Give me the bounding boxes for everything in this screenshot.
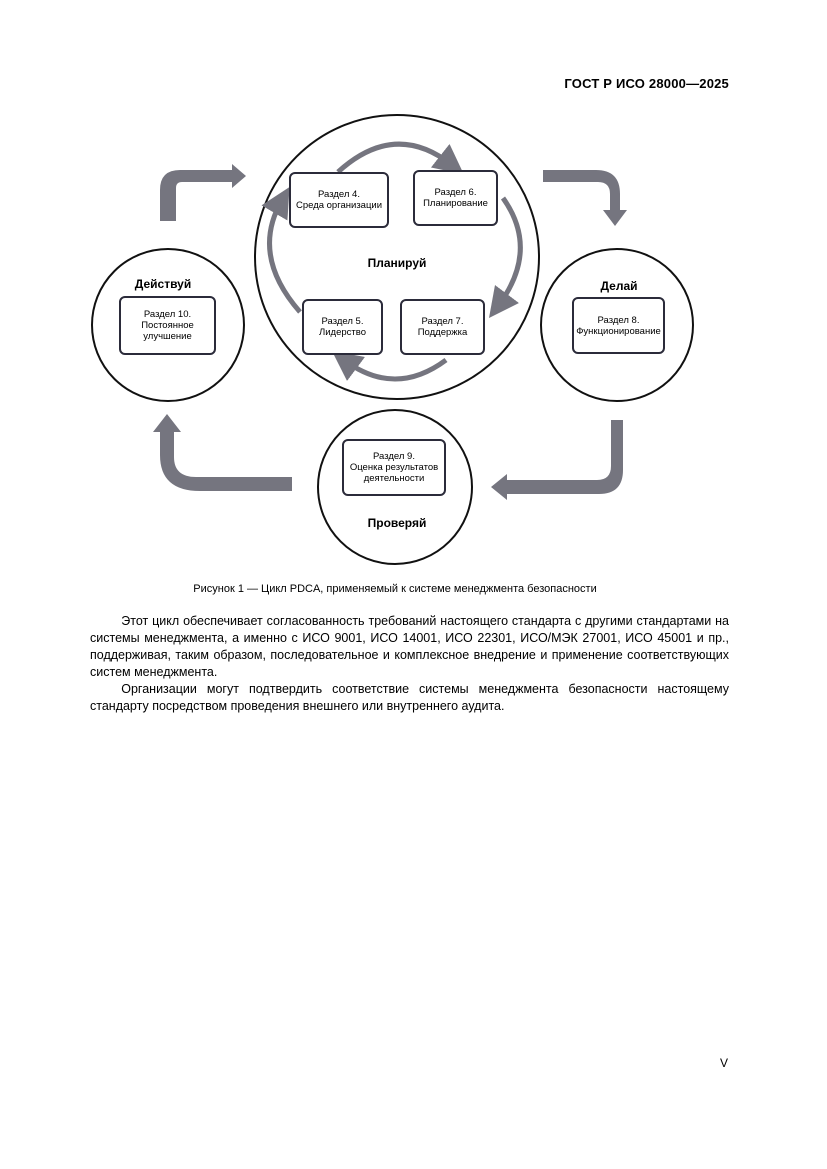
page-number: V xyxy=(720,1056,729,1070)
standard-code: ГОСТ Р ИСО 28000—2025 xyxy=(564,76,729,91)
phase-act-label: Действуй xyxy=(134,277,192,291)
section-6-title: Планирование xyxy=(423,198,488,209)
section-7-box: Раздел 7. Поддержка xyxy=(400,299,485,355)
section-7-title: Поддержка xyxy=(417,327,468,338)
section-10-box: Раздел 10. Постоянное улучшение xyxy=(119,296,216,355)
section-5-number: Раздел 5. xyxy=(321,316,364,327)
arrow-check-to-act xyxy=(153,414,292,491)
arrow-do-to-check xyxy=(491,420,623,500)
section-5-title: Лидерство xyxy=(319,327,366,338)
arrow-plan-to-do xyxy=(543,170,627,226)
section-4-title: Среда организации xyxy=(295,200,383,211)
section-8-title: Функционирование xyxy=(576,325,661,337)
section-9-line2: Оценка результатов xyxy=(349,462,439,473)
section-5-box: Раздел 5. Лидерство xyxy=(302,299,383,355)
arrow-s7-to-s5 xyxy=(331,351,448,382)
section-6-number: Раздел 6. xyxy=(434,187,477,198)
section-6-box: Раздел 6. Планирование xyxy=(413,170,498,226)
section-8-number: Раздел 8. xyxy=(597,314,640,326)
section-4-box: Раздел 4. Среда организации xyxy=(289,172,389,228)
section-4-number: Раздел 4. xyxy=(318,189,360,200)
section-9-number: Раздел 9. xyxy=(373,451,415,462)
phase-do-label: Делай xyxy=(600,279,638,293)
section-10-number: Раздел 10. xyxy=(143,309,192,320)
phase-plan-label: Планируй xyxy=(367,256,427,270)
section-10-line3: улучшение xyxy=(143,331,192,342)
paragraph-1: Этот цикл обеспечивает согласованность т… xyxy=(90,614,729,679)
phase-check-label: Проверяй xyxy=(367,516,427,530)
body-text: Этот цикл обеспечивает согласованность т… xyxy=(90,613,729,715)
arrow-act-to-plan xyxy=(160,164,246,221)
section-9-line3: деятельности xyxy=(363,473,425,484)
section-9-box: Раздел 9. Оценка результатов деятельност… xyxy=(342,439,446,496)
figure-caption: Рисунок 1 — Цикл PDCA, применяемый к сис… xyxy=(193,583,597,595)
arrow-s4-to-s6 xyxy=(336,141,464,175)
section-7-number: Раздел 7. xyxy=(421,316,464,327)
paragraph-2: Организации могут подтвердить соответств… xyxy=(90,682,729,713)
arrow-s5-to-s4 xyxy=(261,187,302,314)
section-10-line2: Постоянное xyxy=(141,320,194,331)
arrow-s6-to-s7 xyxy=(489,196,523,319)
section-8-box: Раздел 8. Функционирование xyxy=(572,297,665,354)
